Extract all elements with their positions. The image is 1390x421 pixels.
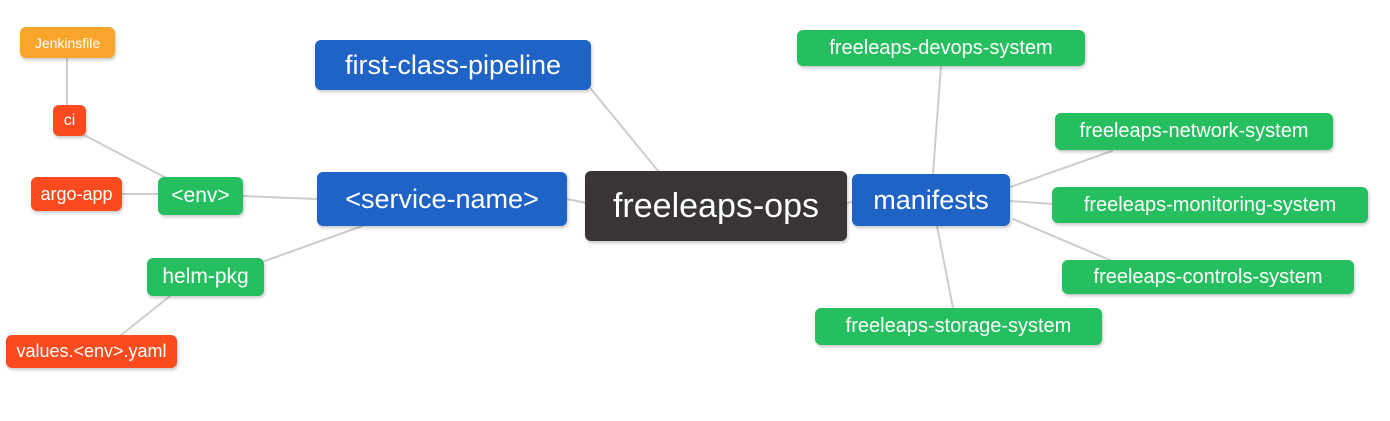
node-controls-system[interactable]: freeleaps-controls-system [1062, 260, 1354, 294]
edge-env-servicename [242, 195, 318, 200]
edge-manifests-devops [932, 65, 942, 175]
node-network-system-label: freeleaps-network-system [1079, 120, 1309, 142]
node-first-class-pipeline[interactable]: first-class-pipeline [315, 40, 591, 90]
edge-ci-env [83, 134, 173, 182]
node-helm-pkg-label: helm-pkg [162, 265, 249, 288]
node-freeleaps-ops-label: freeleaps-ops [612, 186, 819, 225]
node-env-label: <env> [171, 184, 230, 207]
node-argo-app[interactable]: argo-app [31, 177, 122, 211]
node-argo-app-label: argo-app [40, 183, 113, 204]
node-env[interactable]: <env> [158, 177, 243, 215]
node-monitoring-system-label: freeleaps-monitoring-system [1083, 193, 1337, 216]
node-manifests[interactable]: manifests [852, 174, 1010, 226]
node-values-env-yaml[interactable]: values.<env>.yaml [6, 335, 177, 368]
node-controls-system-label: freeleaps-controls-system [1093, 265, 1323, 288]
node-monitoring-system[interactable]: freeleaps-monitoring-system [1052, 187, 1368, 223]
edge-manifests-network [1009, 150, 1113, 188]
edge-manifests-controls [1012, 218, 1113, 262]
node-ci-label: ci [63, 111, 76, 129]
node-devops-system[interactable]: freeleaps-devops-system [797, 30, 1085, 66]
node-manifests-label: manifests [873, 184, 989, 215]
node-service-name[interactable]: <service-name> [317, 172, 567, 226]
edge-root-manifests [845, 200, 854, 205]
node-network-system[interactable]: freeleaps-network-system [1055, 113, 1333, 150]
node-jenkinsfile[interactable]: Jenkinsfile [20, 27, 115, 58]
edge-manifests-monitoring [1009, 200, 1054, 205]
edge-helmpkg-values [119, 295, 171, 337]
edge-servicename-root [566, 198, 587, 204]
node-storage-system[interactable]: freeleaps-storage-system [815, 308, 1102, 345]
node-devops-system-label: freeleaps-devops-system [829, 36, 1053, 59]
node-storage-system-label: freeleaps-storage-system [845, 315, 1072, 337]
node-ci[interactable]: ci [53, 105, 86, 136]
edge-pipeline-root [590, 88, 660, 173]
edge-manifests-storage [936, 225, 954, 309]
node-values-env-yaml-label: values.<env>.yaml [16, 341, 167, 361]
node-service-name-label: <service-name> [345, 183, 539, 214]
node-first-class-pipeline-label: first-class-pipeline [344, 49, 562, 80]
edge-servicename-helmpkg [264, 225, 363, 262]
node-helm-pkg[interactable]: helm-pkg [147, 258, 264, 296]
node-jenkinsfile-label: Jenkinsfile [34, 34, 101, 51]
node-freeleaps-ops-root[interactable]: freeleaps-ops [585, 171, 847, 241]
